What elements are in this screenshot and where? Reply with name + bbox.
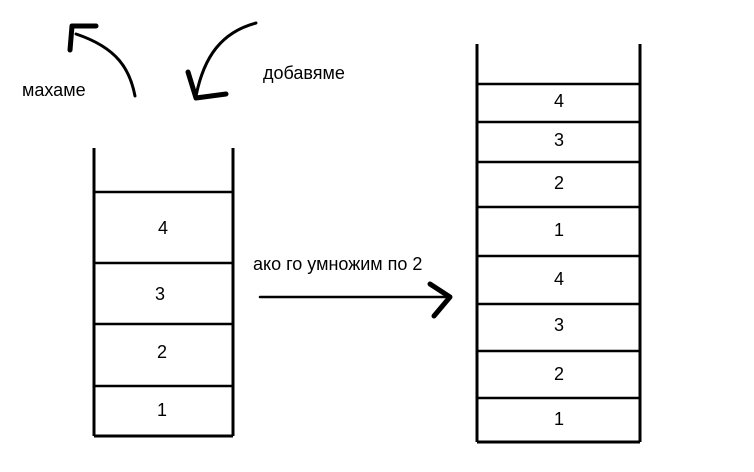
stack-after-cell: 2 [554,173,564,193]
stack-after-cell: 4 [554,91,564,111]
stack-after-cell: 1 [554,220,564,240]
stack-before: 4 3 2 1 [92,148,235,438]
stack-before-cell: 1 [157,400,167,420]
add-label: добавяме [263,63,345,83]
stack-after-cell: 2 [554,364,564,384]
remove-label: махаме [22,80,86,100]
stack-before-cell: 3 [155,284,165,304]
stack-after-cell: 4 [554,269,564,289]
stack-after-cell: 3 [554,315,564,335]
stack-after-cell: 1 [554,409,564,429]
remove-arrow-icon [67,23,137,98]
stack-after: 4 3 2 1 4 3 2 1 [475,44,642,444]
stack-after-cell: 3 [554,130,564,150]
add-arrow-icon [185,21,258,101]
stack-before-cell: 2 [157,342,167,362]
stack-before-cell: 4 [158,218,168,238]
operation-label: ако го умножим по 2 [253,254,422,274]
operation-arrow-icon [258,281,453,319]
